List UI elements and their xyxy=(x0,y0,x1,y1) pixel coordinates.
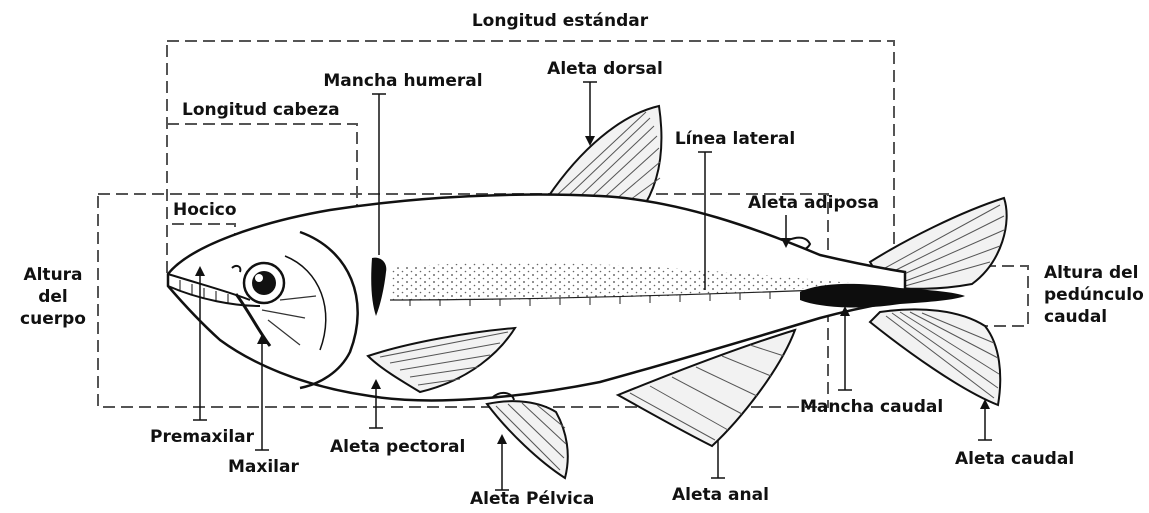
label-caudal-spot: Mancha caudal xyxy=(800,396,943,418)
label-head-length: Longitud cabeza xyxy=(182,99,340,121)
label-premaxilla: Premaxilar xyxy=(150,426,254,448)
label-peduncle-depth-line3: caudal xyxy=(1044,306,1144,328)
eye xyxy=(244,263,284,303)
label-peduncle-depth-line2: pedúnculo xyxy=(1044,284,1144,306)
label-standard-length: Longitud estándar xyxy=(430,10,690,32)
label-pelvic-fin: Aleta Pélvica xyxy=(470,488,594,510)
label-snout: Hocico xyxy=(173,199,237,221)
label-body-depth: Altura del cuerpo xyxy=(8,264,98,330)
label-peduncle-depth-line1: Altura del xyxy=(1044,262,1144,284)
label-lateral-line: Línea lateral xyxy=(660,128,810,150)
label-anal-fin: Aleta anal xyxy=(672,484,769,506)
label-body-depth-line1: Altura xyxy=(8,264,98,286)
label-humeral-spot: Mancha humeral xyxy=(318,70,488,92)
label-dorsal-fin: Aleta dorsal xyxy=(535,58,675,80)
label-maxilla: Maxilar xyxy=(228,456,299,478)
label-peduncle-depth: Altura del pedúnculo caudal xyxy=(1044,262,1144,328)
label-body-depth-line3: cuerpo xyxy=(8,308,98,330)
pelvic-fin xyxy=(487,401,568,478)
label-body-depth-line2: del xyxy=(8,286,98,308)
caudal-fin-lower-lobe xyxy=(870,309,1000,405)
label-pectoral-fin: Aleta pectoral xyxy=(330,436,465,458)
label-adipose-fin: Aleta adiposa xyxy=(748,192,879,214)
label-caudal-fin: Aleta caudal xyxy=(955,448,1074,470)
